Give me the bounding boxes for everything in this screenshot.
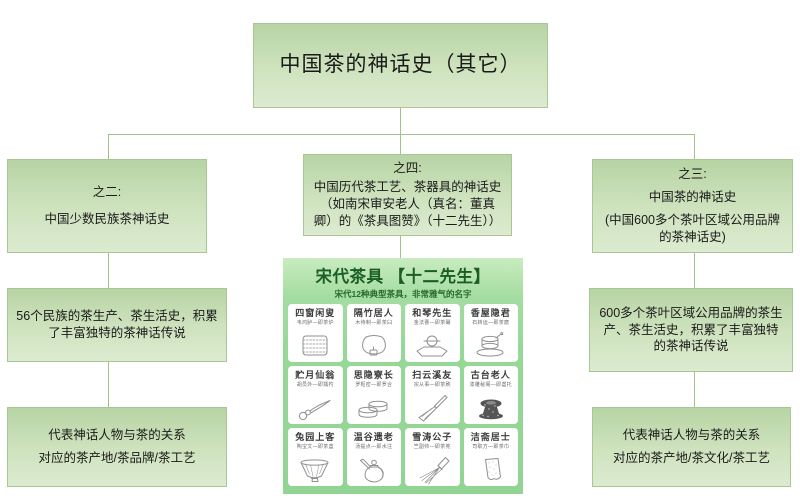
page-title: 中国茶的神话史（其它）: [279, 53, 522, 77]
utensil-subtitle: 漆雕秘阁—即盏托: [469, 382, 512, 388]
branch-body: 中国历代茶工艺、茶器具的神话史（如南宋审安老人（真名：董真卿）的《茶具图赞》（十…: [313, 180, 502, 228]
utensil-card: 贮月仙翁 胡员外—即瓢杓: [288, 366, 343, 424]
tea-cloth-icon: [484, 458, 501, 481]
branch-node-regional-brands: 之三: 中国茶的神话史 (中国600多个茶叶区域公用品牌的茶神话史): [592, 159, 793, 253]
utensil-title: 扫云溪友: [412, 371, 453, 381]
connector-line: [694, 372, 695, 407]
footer-line: 对应的茶产地/茶品牌/茶工艺: [38, 451, 196, 465]
water-ewer-icon: [359, 458, 384, 483]
root-node: 中国茶的神话史（其它）: [253, 23, 548, 108]
utensil-title: 隔竹居人: [353, 309, 394, 319]
utensil-subtitle: 汤提点—即水注: [355, 444, 393, 450]
connector-line: [694, 253, 695, 288]
detail-node-regional-brands: 600多个茶叶区域公用品牌的茶生产、茶生活史，积累了丰富独特的茶神话传说: [589, 288, 793, 372]
utensil-subtitle: 陶宝文—即茶盏: [296, 444, 334, 450]
utensil-title: 贮月仙翁: [295, 371, 336, 381]
connector-line: [694, 134, 695, 159]
utensil-subtitle: 罗枢密—即罗合: [355, 382, 393, 388]
branch-node-minorities: 之二: 中国少数民族茶神话史: [7, 159, 207, 253]
tea-stove-icon: [302, 335, 328, 356]
tea-mortar-icon: [361, 335, 386, 356]
connector-line: [400, 108, 401, 134]
branch-heading: 之二:: [92, 185, 122, 200]
utensil-title: 洁斋居士: [470, 433, 511, 443]
utensil-card: 香屋隐君 石转运—即茶磨: [463, 304, 518, 362]
branch-heading: 之三:: [678, 167, 707, 182]
tea-bowl-icon: [300, 459, 329, 482]
utensil-subtitle: 木待制—即茶臼: [355, 320, 393, 326]
tea-roller-icon: [416, 335, 448, 357]
poster-title: 宋代茶具 【十二先生】: [315, 268, 491, 286]
tea-brush-icon: [418, 395, 448, 422]
poster-subtitle: 宋代12种典型茶具，非常雅气的名字: [334, 289, 472, 299]
branch-body: 中国茶的神话史: [648, 190, 737, 205]
utensil-card: 温谷遗老 汤提点—即水注: [346, 428, 401, 486]
connector-line: [400, 134, 401, 154]
utensil-card: 和琴先生 金法曹—即茶碾: [405, 304, 460, 362]
utensil-subtitle: 石转运—即茶磨: [472, 320, 510, 326]
utensil-title: 香屋隐君: [470, 309, 511, 319]
utensil-subtitle: 竺副帅—即茶筅: [413, 444, 451, 450]
footer-line: 代表神话人物与茶的关系: [48, 428, 186, 443]
song-tea-utensils-poster: 宋代茶具 【十二先生】 宋代12种典型茶具，非常雅气的名字 四窗闲叟 韦鸿胪—即…: [283, 258, 523, 494]
connector-line: [108, 253, 109, 288]
utensil-card: 洁斋居士 司职方—即茶巾: [463, 428, 518, 486]
footer-line: 对应的茶产地/茶文化/茶工艺: [613, 451, 770, 465]
connector-line: [108, 134, 695, 135]
footer-line: 代表神话人物与茶的关系: [622, 428, 761, 443]
utensil-card: 四窗闲叟 韦鸿胪—即茶炉: [288, 304, 343, 362]
connector-line: [108, 134, 109, 159]
utensil-subtitle: 宗从事—即茶刷: [413, 382, 451, 388]
utensil-card: 隔竹居人 木待制—即茶臼: [346, 304, 401, 362]
sieve-box-icon: [358, 400, 388, 418]
footer-node-minorities: 代表神话人物与茶的关系 对应的茶产地/茶品牌/茶工艺: [7, 407, 227, 487]
gourd-ladle-icon: [299, 400, 331, 421]
utensil-title: 古台老人: [470, 371, 511, 381]
footer-node-regional-brands: 代表神话人物与茶的关系 对应的茶产地/茶文化/茶工艺: [592, 407, 791, 487]
branch-node-craft-utensils: 之四: 中国历代茶工艺、茶器具的神话史（如南宋审安老人（真名：董真卿）的《茶具图…: [303, 154, 512, 236]
utensil-title: 和琴先生: [412, 309, 453, 319]
branch-heading: 之四:: [393, 161, 422, 176]
utensil-title: 雪涛公子: [412, 433, 453, 443]
connector-line: [108, 362, 109, 407]
utensil-subtitle: 金法曹—即茶碾: [413, 320, 451, 326]
utensil-card: 思隐寮长 罗枢密—即罗合: [346, 366, 401, 424]
detail-node-minorities: 56个民族的茶生产、茶生活史，积累了丰富独特的茶神话传说: [7, 288, 227, 362]
branch-body-note: (中国600多个茶叶区域公用品牌的茶神话史): [604, 213, 781, 244]
utensil-subtitle: 韦鸿胪—即茶炉: [296, 320, 334, 326]
utensil-title: 兔园上客: [295, 433, 336, 443]
stone-mill-icon: [476, 332, 504, 357]
detail-text: 600多个茶叶区域公用品牌的茶生产、茶生活史，积累了丰富独特的茶神话传说: [599, 305, 783, 354]
utensil-subtitle: 胡员外—即瓢杓: [296, 382, 334, 388]
utensil-card: 雪涛公子 竺副帅—即茶筅: [405, 428, 460, 486]
utensil-title: 思隐寮长: [353, 371, 394, 381]
utensil-title: 温谷遗老: [353, 433, 394, 443]
connector-line: [400, 236, 401, 258]
cup-stand-icon: [478, 399, 503, 420]
utensil-subtitle: 司职方—即茶巾: [472, 444, 510, 450]
utensil-card: 扫云溪友 宗从事—即茶刷: [405, 366, 460, 424]
detail-text: 56个民族的茶生产、茶生活史，积累了丰富独特的茶神话传说: [16, 309, 218, 340]
utensil-card: 兔园上客 陶宝文—即茶盏: [288, 428, 343, 486]
utensil-title: 四窗闲叟: [295, 309, 336, 319]
tea-whisk-icon: [419, 457, 450, 485]
utensil-grid: 四窗闲叟 韦鸿胪—即茶炉 隔竹居人 木待制—即茶臼 和琴先生 金法曹—即茶碾: [283, 300, 523, 494]
utensil-card: 古台老人 漆雕秘阁—即盏托: [463, 366, 518, 424]
branch-body: 中国少数民族茶神话史: [44, 212, 170, 226]
